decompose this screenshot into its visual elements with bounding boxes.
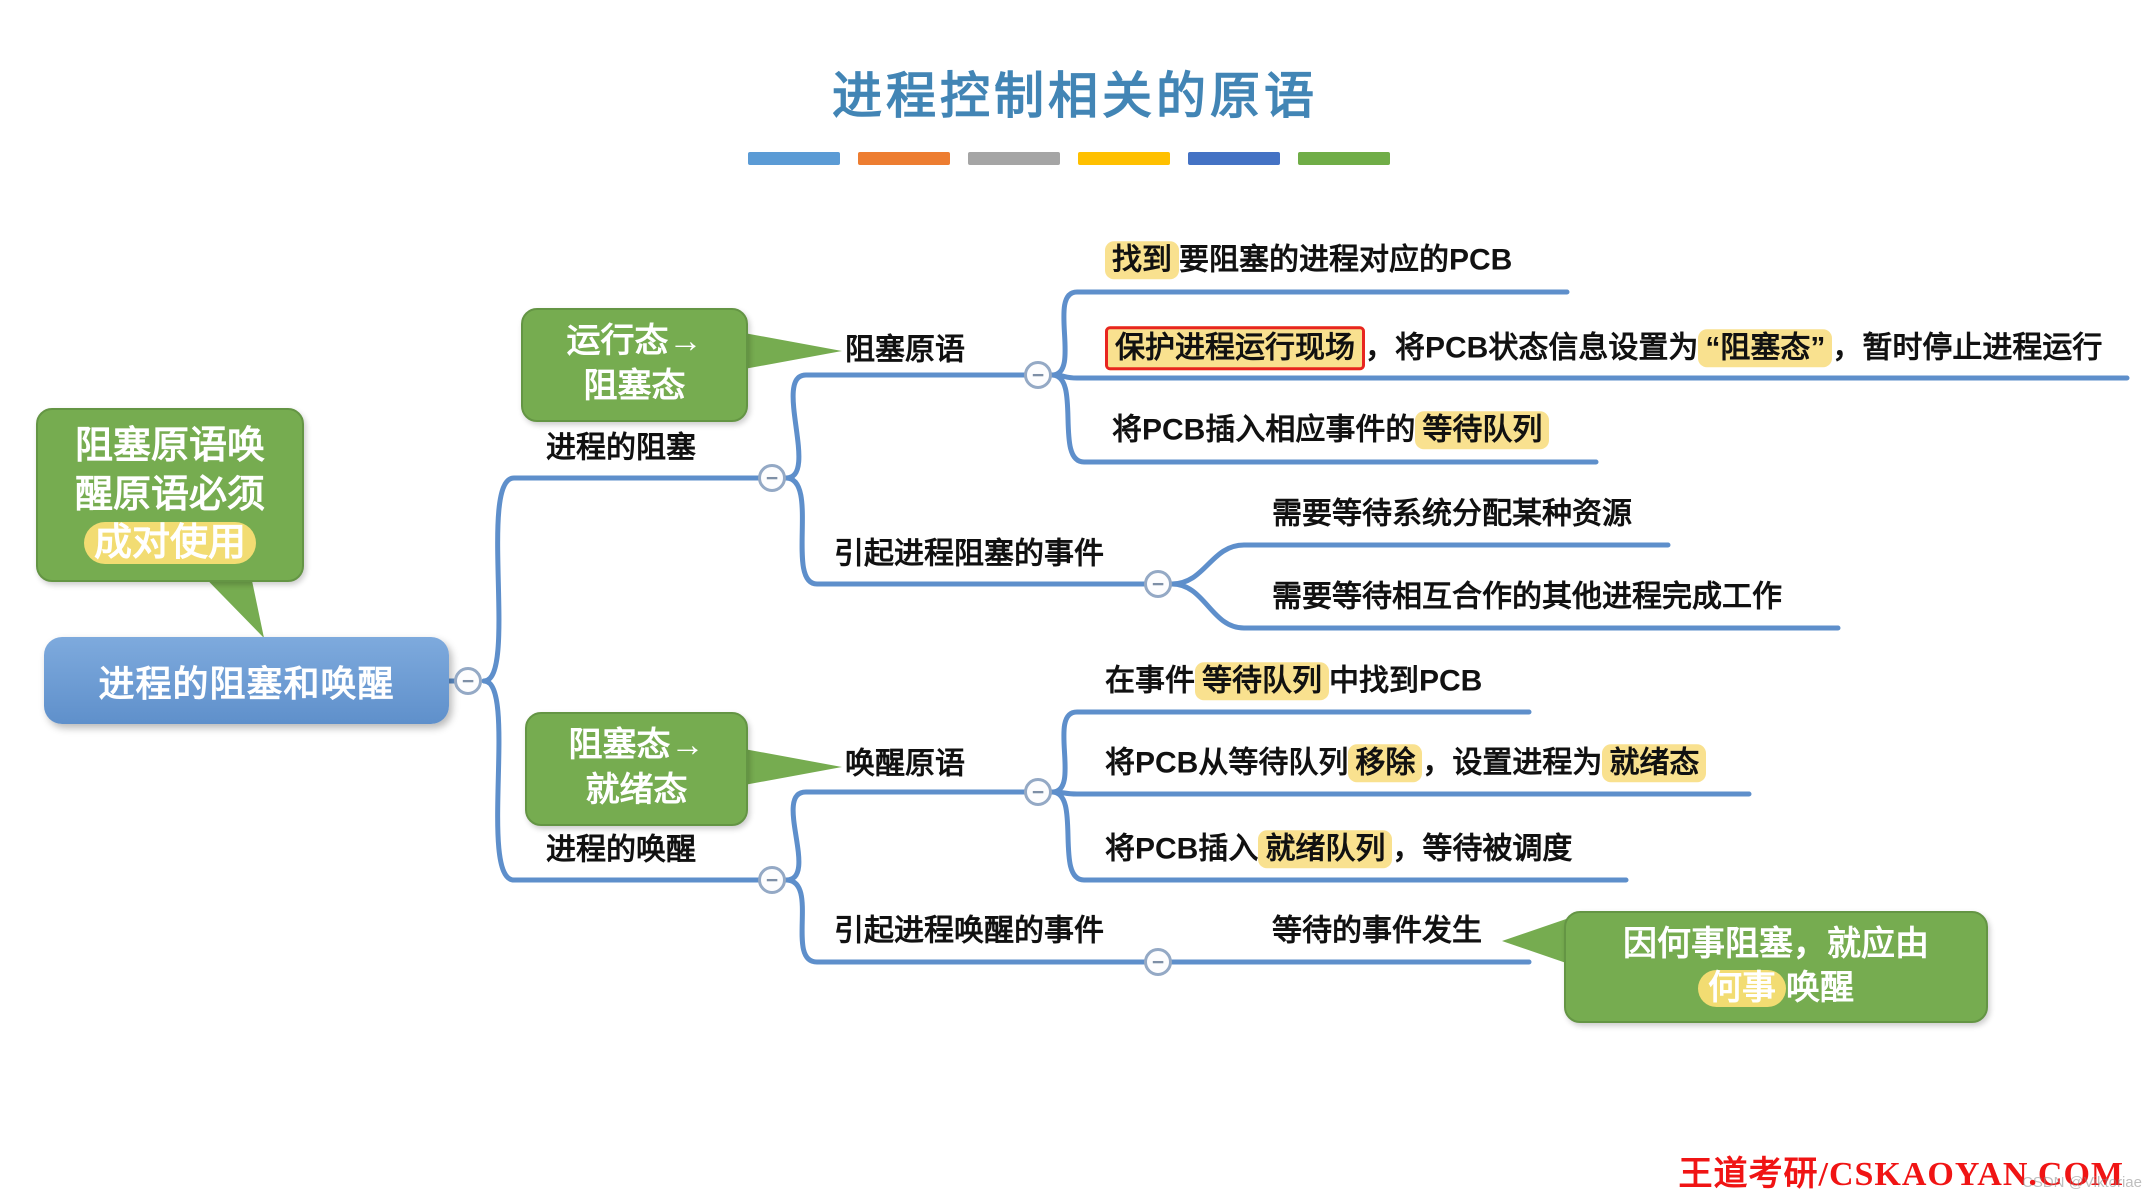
text-segment: 唤醒	[1786, 970, 1854, 1008]
divider-bar	[1078, 152, 1170, 165]
text-segment: 就绪态	[585, 771, 688, 809]
node-wake-event1: 等待的事件发生	[1272, 914, 1482, 948]
connector-block-primitive	[783, 372, 1028, 481]
connector-block-step1	[1049, 289, 1570, 378]
node-block-primitive: 阻塞原语	[845, 333, 965, 367]
node-block-step2: 保护进程运行现场，将PCB状态信息设置为“阻塞态”，暂时停止进程运行	[1105, 326, 2103, 371]
collapse-icon-block-events[interactable]: −	[1144, 570, 1172, 598]
node-wake-step3: 将PCB插入就绪队列，等待被调度	[1105, 830, 1573, 869]
text-segment: 将PCB插入	[1105, 832, 1259, 866]
root-node: 进程的阻塞和唤醒	[44, 637, 449, 724]
node-block-step3: 将PCB插入相应事件的等待队列	[1112, 411, 1550, 450]
node-wake-step2: 将PCB从等待队列移除，设置进程为就绪态	[1105, 744, 1707, 783]
text-segment: 中找到PCB	[1329, 664, 1483, 698]
text-segment: 将PCB从等待队列	[1105, 746, 1349, 780]
page-title: 进程控制相关的原语	[832, 68, 1318, 124]
text-segment: 将PCB插入相应事件的	[1112, 413, 1416, 447]
text-segment: 移除	[1348, 744, 1423, 783]
connector-block-events	[783, 475, 1147, 587]
connector-wake-step2	[1049, 789, 1752, 797]
title-divider-bars	[748, 152, 1390, 165]
connector-block-event2	[1169, 581, 1841, 631]
node-wake-primitive: 唤醒原语	[845, 747, 965, 781]
node-wake-step1: 在事件等待队列中找到PCB	[1105, 662, 1483, 701]
collapse-icon-block-primitive[interactable]: −	[1024, 361, 1052, 389]
node-block-step1: 找到要阻塞的进程对应的PCB	[1105, 241, 1513, 280]
text-segment: 阻塞态	[583, 367, 686, 405]
connector-wake-step3	[1049, 789, 1629, 883]
callout-block-to-ready: 阻塞态→ 就绪态	[525, 712, 748, 826]
text-segment: 因何事阻塞，就应由	[1623, 926, 1929, 963]
text-segment: 等待队列	[1415, 411, 1550, 450]
divider-bar	[858, 152, 950, 165]
text-segment: 成对使用	[83, 522, 256, 565]
text-segment: 在事件	[1105, 664, 1195, 698]
text-segment: 等待队列	[1195, 662, 1329, 701]
callout-wake-reason: 因何事阻塞，就应由何事唤醒	[1564, 911, 1988, 1024]
text-segment: ，暂时停止进程运行	[1832, 331, 2103, 365]
text-segment: 何事	[1698, 970, 1786, 1008]
text-segment: ，将PCB状态信息设置为	[1365, 331, 1699, 365]
text-segment: ，设置进程为	[1422, 746, 1603, 780]
connector-block-step3	[1049, 372, 1599, 465]
divider-bar	[748, 152, 840, 165]
connector-block-event1	[1169, 542, 1671, 587]
text-segment: “阻塞态”	[1698, 329, 1833, 368]
text-segment: 阻塞态→	[568, 727, 705, 764]
node-block-events: 引起进程阻塞的事件	[834, 537, 1104, 571]
connector-root-block	[481, 475, 761, 684]
connector-root-wake	[481, 678, 761, 883]
collapse-icon-wake-branch[interactable]: −	[758, 866, 786, 894]
text-segment: 运行态→	[566, 323, 703, 360]
divider-bar	[1298, 152, 1390, 165]
callout-run-to-block: 运行态→ 阻塞态	[521, 308, 748, 422]
node-block-branch: 进程的阻塞	[546, 431, 696, 465]
node-wake-branch: 进程的唤醒	[546, 833, 696, 867]
text-segment: 要阻塞的进程对应的PCB	[1179, 243, 1513, 277]
collapse-icon-block-branch[interactable]: −	[758, 464, 786, 492]
connector-wake-events	[783, 877, 1147, 965]
divider-bar	[968, 152, 1060, 165]
connector-wake-step1	[1049, 709, 1532, 795]
callout-pair-usage: 阻塞原语唤醒原语必须成对使用	[36, 408, 304, 582]
text-segment: 就绪态	[1602, 744, 1707, 783]
node-wake-events: 引起进程唤醒的事件	[834, 914, 1104, 948]
connector-block-step2	[1049, 372, 2130, 381]
text-segment: 找到	[1105, 241, 1179, 280]
connector-wake-primitive	[783, 789, 1028, 883]
text-segment: 阻塞原语唤醒原语必须	[74, 425, 265, 516]
node-block-event2: 需要等待相互合作的其他进程完成工作	[1272, 580, 1782, 614]
text-segment: 保护进程运行现场	[1105, 326, 1365, 371]
collapse-icon-wake-events[interactable]: −	[1144, 948, 1172, 976]
collapse-icon-wake-primitive[interactable]: −	[1024, 778, 1052, 806]
collapse-icon-root[interactable]: −	[454, 667, 482, 695]
divider-bar	[1188, 152, 1280, 165]
text-segment: ，等待被调度	[1392, 832, 1573, 866]
brand-text: 王道考研/CSKAOYAN.COM	[1678, 1156, 2124, 1193]
text-segment: 就绪队列	[1258, 830, 1393, 869]
watermark-text: CSDN @Viktoriae	[2022, 1174, 2142, 1191]
node-block-event1: 需要等待系统分配某种资源	[1272, 497, 1632, 531]
